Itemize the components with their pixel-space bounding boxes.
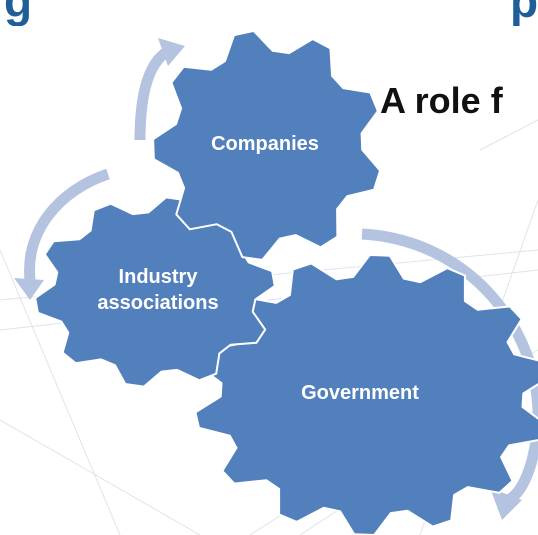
gear-label-companies: Companies xyxy=(211,133,319,155)
gear-label-government: Government xyxy=(301,382,419,404)
cycle-arrow-top xyxy=(134,45,173,141)
slide-title-fragment-left: g xyxy=(4,0,33,26)
gear-label-industry-associations: Industry associations xyxy=(97,266,219,314)
cycle-arrow-top-head xyxy=(158,38,185,66)
gear-government xyxy=(194,254,538,535)
slide-subtitle: A role f xyxy=(380,80,503,121)
slide-title-strip: g p xyxy=(0,0,538,26)
cycle-arrow-left xyxy=(24,168,110,281)
slide-title-fragment-right: p xyxy=(510,0,538,26)
gear-companies xyxy=(152,29,382,261)
cycle-arrow-left-head xyxy=(14,278,44,300)
cycle-arrow-right-head xyxy=(490,488,522,520)
